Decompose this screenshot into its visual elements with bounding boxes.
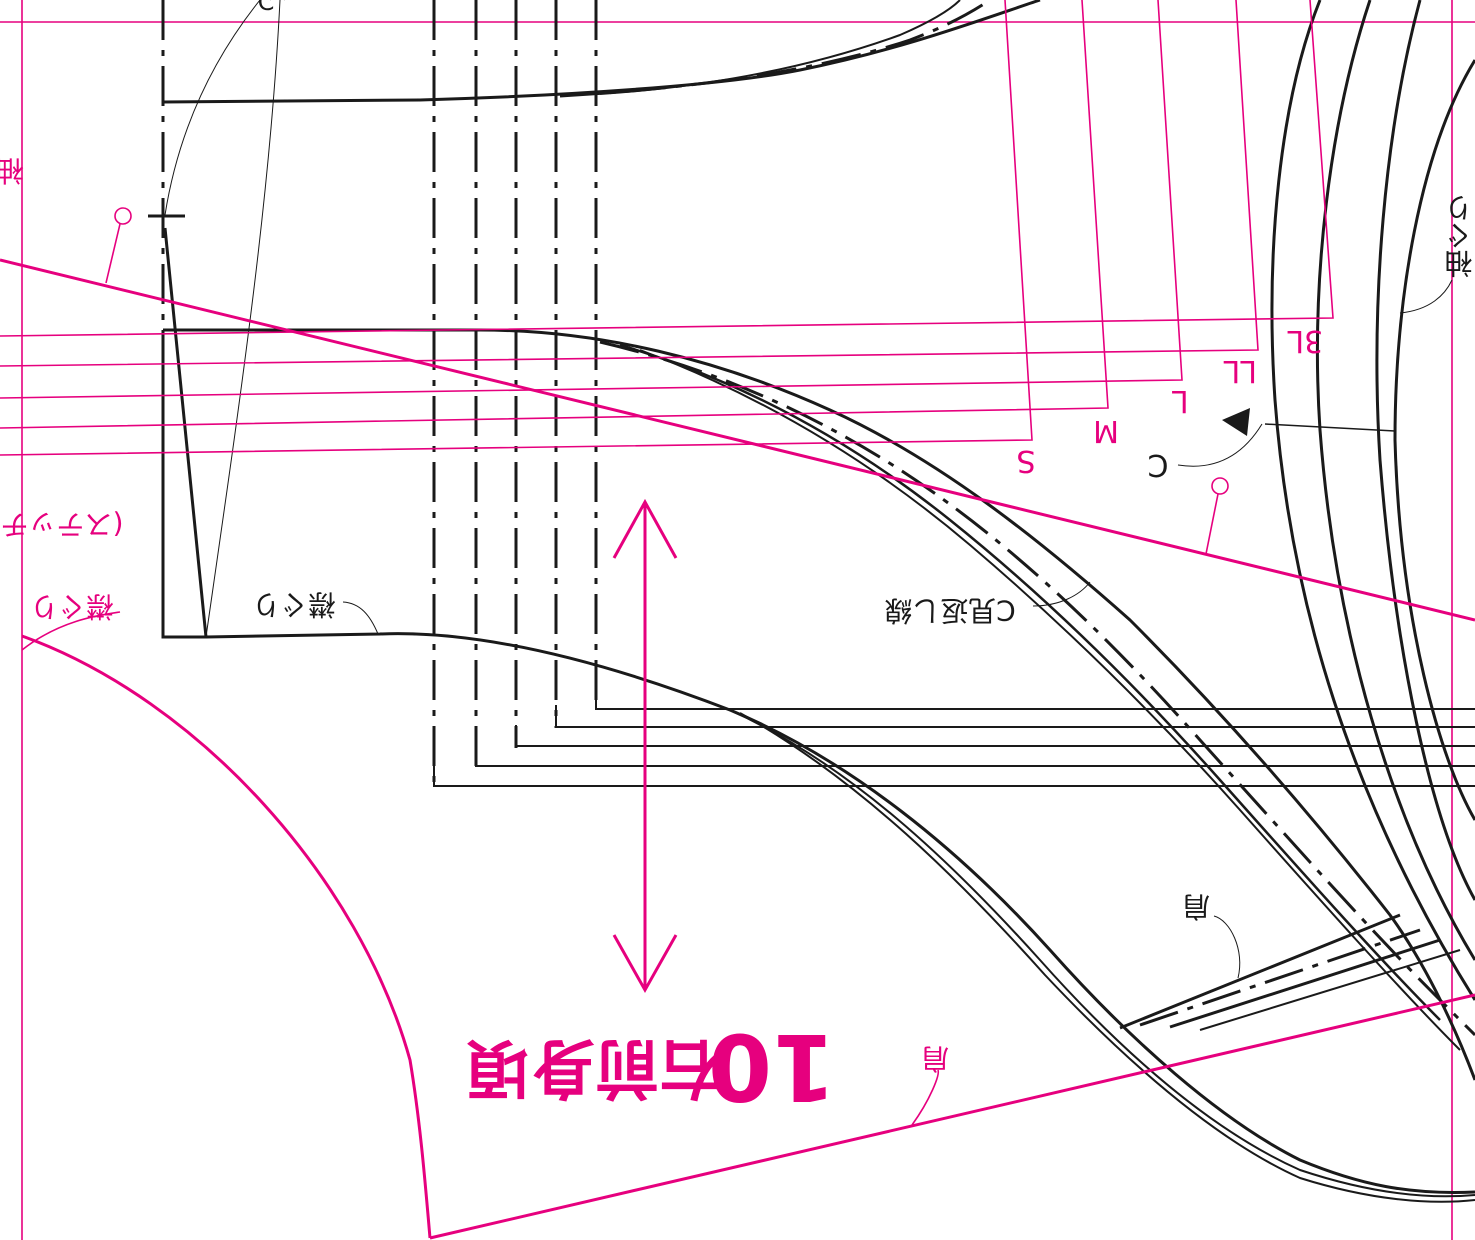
facing-line-label: C見返し線: [884, 594, 1016, 627]
piece-number: 10: [708, 1013, 836, 1120]
shoulder-lines: [1119, 913, 1461, 1031]
front-edge: [148, 0, 1041, 639]
collar-guides: [164, 0, 285, 638]
size-label-l: L: [1172, 383, 1189, 418]
sleeve-edge-label: 袖: [0, 154, 24, 187]
neckline-curves: [205, 632, 1475, 1203]
center-front-lines: [161, 0, 598, 790]
pink-leaders: [21, 207, 1229, 1126]
shoulder-label-black: 肩: [1182, 890, 1210, 923]
armhole-curves: [1264, 0, 1475, 1001]
notch-label-c: C: [1148, 447, 1169, 482]
size-label-m: M: [1093, 413, 1119, 448]
grain-arrow: [612, 498, 678, 994]
black-leaders: [342, 279, 1453, 979]
piece-title: 右前身頃: [467, 1030, 723, 1104]
lapel-curves: [479, 328, 1475, 1081]
size-grading-lines: [0, 0, 1334, 456]
armhole-label: 袖ぐり: [1444, 194, 1475, 278]
size-label-s: S: [1016, 443, 1035, 478]
size-label-3l: 3L: [1287, 323, 1323, 358]
neckline-label-pink: 襟ぐり: [30, 590, 114, 623]
size-label-ll: LL: [1223, 353, 1257, 388]
hem-lines: [433, 690, 1475, 787]
pink-outline: [0, 258, 1475, 1240]
notch-label-c-top: C: [258, 0, 275, 16]
stitch-label: (ステッチ: [1, 508, 124, 541]
notch-triangle: [1222, 408, 1250, 436]
shoulder-label-pink: 肩: [921, 1042, 949, 1075]
neckline-label-black: 襟ぐり: [252, 588, 336, 621]
